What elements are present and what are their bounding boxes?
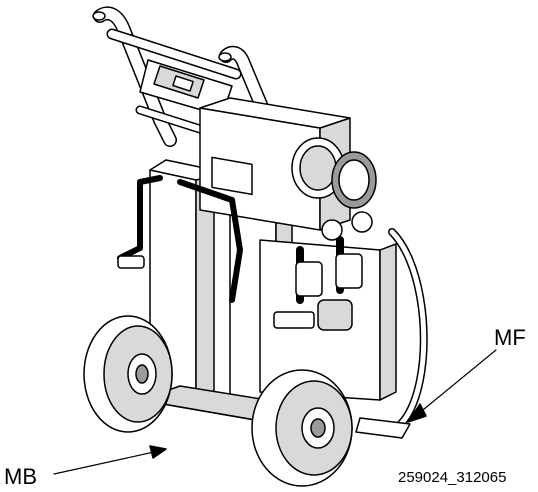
arrowhead-mb xyxy=(149,445,167,459)
fittings xyxy=(117,211,373,331)
left-wheel xyxy=(83,315,173,433)
cart-handle xyxy=(92,6,295,177)
arrowhead-mf xyxy=(407,403,427,423)
right-wheel xyxy=(251,369,353,487)
callout-mb: MB xyxy=(4,464,37,489)
callout-mf: MF xyxy=(494,325,526,350)
leader-line-mf xyxy=(417,349,497,415)
pressure-gauge xyxy=(291,137,377,209)
leader-line-mb xyxy=(53,451,155,475)
figure-id: 259024_312065 xyxy=(398,469,507,486)
